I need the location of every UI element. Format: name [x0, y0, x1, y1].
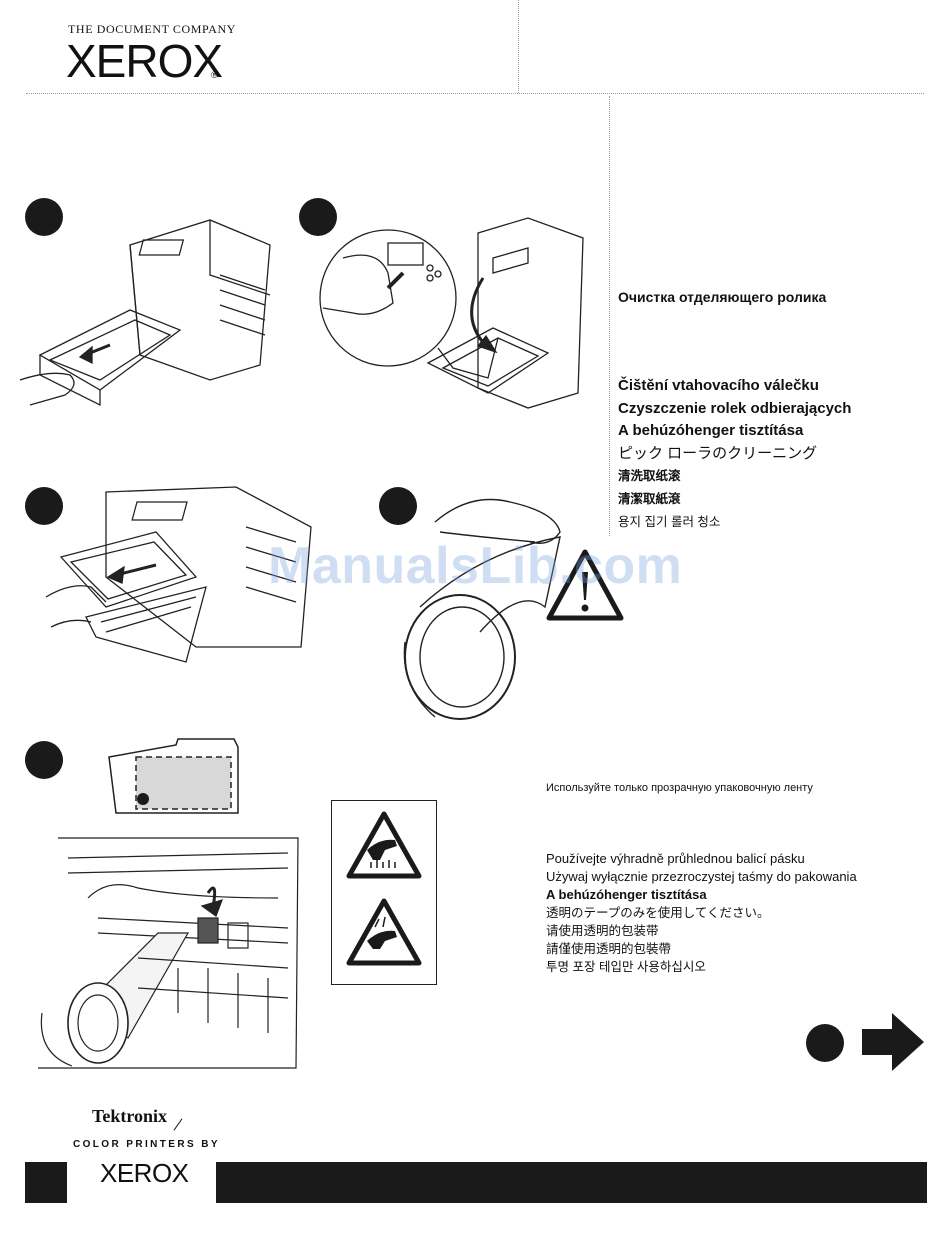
title-block: Čištění vtahovacího válečku Czyszczenie … — [618, 375, 851, 533]
footer-subtitle: COLOR PRINTERS BY — [73, 1139, 220, 1150]
next-arrow-icon[interactable] — [862, 1013, 926, 1071]
header-tagline: THE DOCUMENT COMPANY — [68, 22, 237, 36]
tape-note-chinese-simplified: 请使用透明的包装带 — [546, 924, 659, 938]
title-japanese: ピック ローラのクリーニング — [618, 444, 818, 462]
column-divider — [609, 96, 610, 536]
tape-note-korean: 투명 포장 테입만 사용하십시오 — [546, 960, 706, 974]
tray-location-diagram — [108, 738, 239, 814]
tape-note-chinese-traditional: 請僅使用透明的包裝帶 — [546, 942, 672, 956]
title-chinese-traditional: 清潔取紙滾 — [618, 491, 681, 506]
hot-surface-icon — [346, 811, 422, 879]
watermark: ManualsLib.com — [268, 537, 683, 595]
footer-left-block — [25, 1162, 67, 1203]
step-bullet-1 — [25, 198, 63, 236]
step-bullet-4 — [379, 487, 417, 525]
tape-note-block: Používejte výhradně průhlednou balicí pá… — [546, 850, 857, 976]
step-bullet-5 — [25, 741, 63, 779]
title-polish: Czyszczenie rolek odbierających — [618, 399, 852, 417]
footer-xerox-logo: XEROX — [100, 1158, 189, 1188]
warning-triangle-icon — [546, 549, 624, 621]
title-czech: Čištění vtahovacího válečku — [618, 377, 819, 394]
hot-surface-warning-box — [331, 800, 437, 985]
header-xerox-logo: XEROX — [66, 35, 223, 87]
header-divider — [26, 93, 924, 94]
hot-surface-touch-icon — [346, 898, 422, 966]
title-chinese-simplified: 清洗取纸滚 — [618, 469, 681, 484]
tape-note-hungarian: A behúzóhenger tisztítása — [546, 887, 707, 902]
tape-note-czech: Používejte výhradně průhlednou balicí pá… — [546, 851, 805, 866]
tape-note-japanese: 透明のテープのみを使用してください。 — [546, 906, 770, 920]
illustration-tape-roll — [403, 498, 561, 720]
header-vertical-divider — [518, 0, 519, 93]
next-step-bullet — [806, 1024, 844, 1062]
title-russian: Очистка отделяющего ролика — [618, 289, 827, 305]
title-hungarian: A behúzóhenger tisztítása — [618, 422, 804, 440]
illustration-remove-tray — [19, 219, 271, 407]
footer-bar — [216, 1162, 927, 1203]
tektronix-swoosh — [173, 1118, 183, 1131]
tape-note-polish: Używaj wyłącznie przezroczystej taśmy do… — [546, 869, 857, 884]
illustration-clean-roller — [38, 837, 299, 1069]
step-bullet-3 — [25, 487, 63, 525]
illustration-open-door — [319, 217, 584, 409]
tektronix-logo: Tektronix — [92, 1106, 168, 1126]
step-bullet-2 — [299, 198, 337, 236]
registered-mark-icon: ® — [211, 70, 218, 80]
title-korean: 용지 집기 롤러 청소 — [618, 514, 721, 529]
tape-note-russian: Используйте только прозрачную упаковочну… — [546, 782, 813, 794]
illustration-remove-inner-tray — [45, 486, 312, 663]
